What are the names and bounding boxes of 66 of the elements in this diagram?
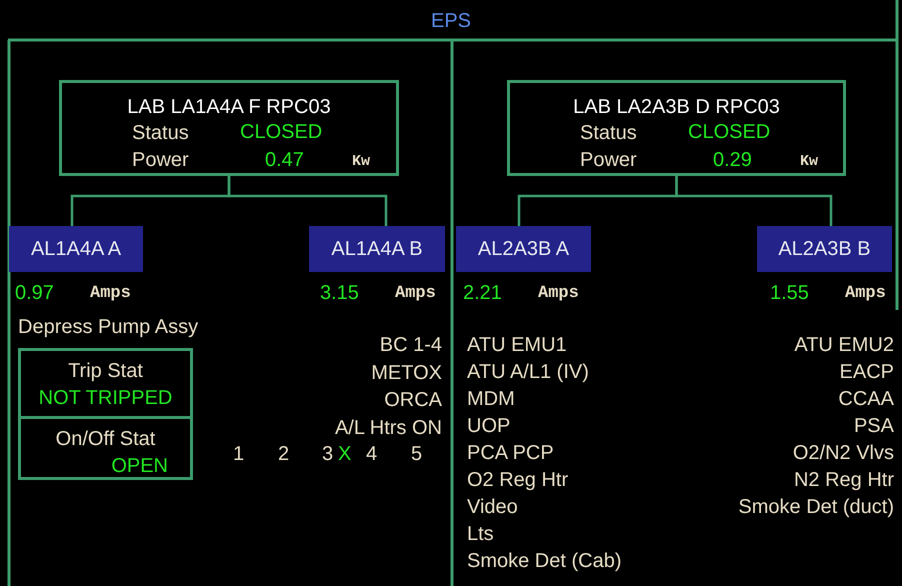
unit-label: Kw [352,153,370,171]
breaker-name: LAB LA2A3B D RPC03 [572,95,781,119]
screen-title: EPS [430,9,472,33]
current-value: 3.15 [320,281,359,305]
field-label: Trip Stat [67,359,144,383]
status-value: OPEN [111,454,168,478]
power-value: 0.47 [265,148,304,172]
field-label: Power [132,148,189,172]
panel-label: CCAA [838,387,894,411]
breaker-name: LAB LA1A4A F RPC03 [126,95,332,119]
power-value: 0.29 [713,148,752,172]
current-value: 1.55 [770,281,809,305]
panel-label: ORCA [384,388,442,412]
bus-box [9,226,143,272]
panel-label: UOP [467,414,510,438]
field-label: Status [132,121,189,145]
status-box [18,348,193,416]
unit-label: Kw [800,153,818,171]
bus-name: AL2A3B A [476,237,570,262]
status-value: NOT TRIPPED [38,386,174,410]
panel-label: BC 1-4 [380,333,442,357]
panel-label: ATU EMU1 [467,333,567,357]
unit-label: Amps [845,284,886,304]
panel-label: Lts [467,522,494,546]
heater-number: 3 [322,442,334,466]
panel-label: MDM [467,387,515,411]
connector-line [228,176,388,226]
status-box [18,416,193,480]
field-label: Status [580,121,637,145]
status-value: CLOSED [688,120,770,144]
panel-label: O2/N2 Vlvs [792,441,894,465]
bus-box [456,226,591,272]
panel-label: Depress Pump Assy [18,315,198,339]
panel-label: PSA [854,414,894,438]
panel-label: Smoke Det (Cab) [467,549,622,573]
breaker-box [507,80,846,176]
panel-label: Video [467,495,518,519]
status-value: CLOSED [240,120,322,144]
panel-label: N2 Reg Htr [794,468,894,492]
panel-label: METOX [371,360,442,384]
panel-label: EACP [840,360,894,384]
heater-number: X [338,442,352,466]
current-value: 2.21 [463,281,502,305]
unit-label: Amps [395,284,436,304]
heater-number: 1 [233,442,244,466]
breaker-box [59,80,399,176]
heater-number: 4 [366,442,378,466]
panel-label: A/L Htrs ON [334,416,442,440]
bus-name: AL2A3B B [777,237,872,262]
field-label: Power [580,148,637,172]
unit-label: Amps [538,284,579,304]
bus-name: AL1A4A A [30,237,122,262]
current-value: 0.97 [15,281,54,305]
field-label: On/Off Stat [54,427,156,451]
bus-name: AL1A4A B [330,237,424,262]
unit-label: Amps [90,284,131,304]
panel-label: ATU EMU2 [794,333,894,357]
panel-label: ATU A/L1 (IV) [467,360,589,384]
heater-number: 5 [411,442,422,466]
panel-label: Smoke Det (duct) [738,495,894,519]
panel-label: PCA PCP [467,441,554,465]
connector-line [675,176,832,226]
heater-number: 2 [278,442,290,466]
panel-label: O2 Reg Htr [467,468,568,492]
bus-box [757,226,892,272]
bus-box [309,226,445,272]
